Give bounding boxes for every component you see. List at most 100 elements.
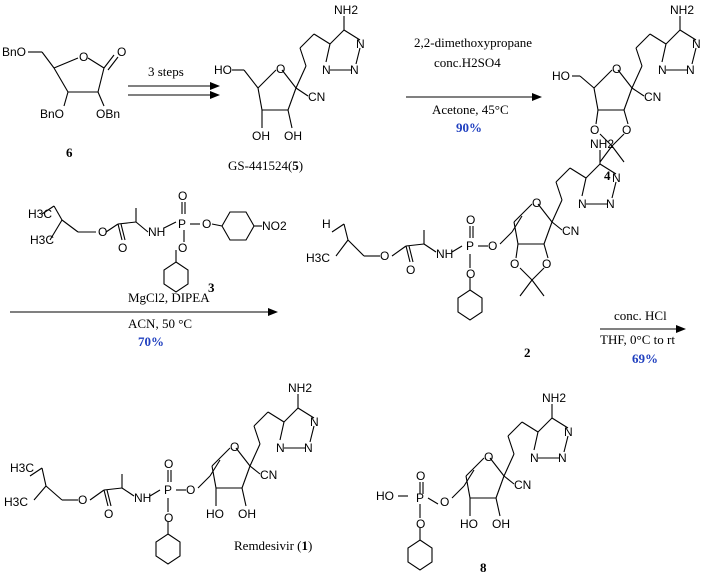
- cn-label-4: CN: [644, 90, 661, 104]
- po-oxygen-3: O: [178, 189, 187, 203]
- compound-1-label: Remdesivir (1): [234, 538, 312, 553]
- ch3-label-1: H3C: [4, 495, 28, 509]
- arrow-step-2: [406, 93, 542, 101]
- nh2-label-2: NH2: [590, 137, 614, 151]
- po-oxygen-2: O: [466, 213, 475, 227]
- link-oxygen-8: O: [440, 495, 449, 509]
- oh-label-5a: OH: [252, 129, 270, 143]
- n-label-4a: N: [692, 37, 701, 51]
- bno-label-2: BnO: [40, 107, 64, 121]
- step2-line1: 2,2-dimethoxypropane: [414, 35, 532, 50]
- n-label-8a: N: [564, 425, 573, 439]
- acetonide-oxygen-2b: O: [542, 257, 551, 271]
- acetonide-oxygen-4b: O: [622, 123, 631, 137]
- n-label-1a: N: [310, 415, 319, 429]
- compound-5-label: GS-441524(5): [228, 158, 303, 173]
- cn-label-8: CN: [514, 478, 531, 492]
- n-label-1c: N: [276, 441, 285, 455]
- oh-label-1b: OH: [238, 507, 256, 521]
- obn-label: OBn: [96, 107, 120, 121]
- nh-label-2: NH: [436, 247, 453, 261]
- p-label-8: P: [416, 491, 424, 505]
- phenoxy-oxygen-1: O: [164, 511, 173, 525]
- link-oxygen-2: O: [488, 239, 497, 253]
- acetonide-oxygen-4a: O: [590, 123, 599, 137]
- step4-yield: 69%: [632, 351, 658, 366]
- compound-6-label: 6: [66, 145, 73, 160]
- oh-label-8a: HO: [460, 517, 478, 531]
- compound-8-label: 8: [480, 560, 487, 575]
- step2-line3: Acetone, 45°C: [432, 102, 509, 117]
- compound-2-label: 2: [524, 345, 531, 360]
- carbonyl-oxygen-2: O: [406, 263, 415, 277]
- ch3-label-2: H3C: [306, 251, 330, 265]
- n-label-4c: N: [658, 63, 667, 77]
- aryl-oxygen-3: O: [202, 217, 211, 231]
- step3-line2: ACN, 50 °C: [128, 316, 192, 331]
- n-label-4b: N: [686, 63, 695, 77]
- ring-oxygen-1: O: [230, 440, 239, 454]
- nh2-label-1: NH2: [288, 381, 312, 395]
- nh-label-1: NH: [134, 491, 151, 505]
- cn-label-5: CN: [308, 90, 325, 104]
- arrow-step-3: [10, 308, 278, 316]
- carbonyl-oxygen-6: O: [117, 45, 126, 59]
- n-label-1b: N: [304, 441, 313, 455]
- compound-8-structure: [398, 404, 569, 571]
- compound-5-structure: [232, 16, 361, 129]
- ester-oxygen-3: O: [98, 225, 107, 239]
- compound-3-structure: [41, 202, 262, 293]
- phenoxy-oxygen-2: O: [466, 267, 475, 281]
- step4-line2: THF, 0°C to rt: [600, 332, 675, 347]
- ring-oxygen-4: O: [612, 62, 621, 76]
- po-oxygen-8: O: [416, 469, 425, 483]
- cn-label-2: CN: [562, 224, 579, 238]
- compound-4-label: 4: [604, 168, 611, 183]
- compound-1-structure: [29, 394, 315, 565]
- nh2-label-5: NH2: [334, 3, 358, 17]
- arrow-step-1: [128, 82, 220, 99]
- carbonyl-oxygen-1: O: [104, 507, 113, 521]
- nh2-label-4: NH2: [670, 3, 694, 17]
- hop-label-8: HO: [376, 489, 394, 503]
- n-label-5b: N: [350, 63, 359, 77]
- po-oxygen-1: O: [164, 457, 173, 471]
- cn-label-1: CN: [260, 468, 277, 482]
- ho-label-4: HO: [552, 69, 570, 83]
- n-label-5c: N: [322, 63, 331, 77]
- link-oxygen-1: O: [186, 483, 195, 497]
- arrow-step-4: [600, 325, 686, 333]
- oh-label-1a: HO: [206, 507, 224, 521]
- nh-label-3: NH: [148, 225, 165, 239]
- nh2-label-8: NH2: [542, 391, 566, 405]
- ring-oxygen-5: O: [276, 62, 285, 76]
- step2-line2: conc.H2SO4: [434, 55, 501, 70]
- ring-oxygen-8: O: [484, 450, 493, 464]
- step3-yield: 70%: [138, 334, 164, 349]
- n-label-2c: N: [578, 197, 587, 211]
- bno-label-1: BnO: [2, 45, 26, 59]
- n-label-2b: N: [606, 197, 615, 211]
- phenoxy-oxygen-3: O: [178, 241, 187, 255]
- ho-label-5: HO: [214, 63, 232, 77]
- n-label-2a: N: [612, 171, 621, 185]
- oh-label-8b: OH: [492, 517, 510, 531]
- p-label-3: P: [178, 217, 186, 231]
- ester-oxygen-2: O: [380, 249, 389, 263]
- step3-line1: MgCl2, DIPEA: [128, 290, 210, 305]
- no2-label-3: NO2: [262, 219, 287, 233]
- phenoxy-oxygen-8: O: [416, 517, 425, 531]
- oh-label-5b: OH: [284, 129, 302, 143]
- n-label-8c: N: [530, 451, 539, 465]
- ethyl-h-1: H3C: [10, 461, 34, 475]
- p-label-1: P: [164, 483, 172, 497]
- compound-3-label: 3: [208, 280, 215, 295]
- ester-oxygen-1: O: [78, 493, 87, 507]
- step1-label: 3 steps: [148, 64, 184, 79]
- p-label-2: P: [466, 239, 474, 253]
- compound-6-structure: [28, 51, 119, 107]
- compound-2-structure: [331, 150, 617, 321]
- ring-oxygen-6: O: [79, 50, 88, 64]
- step2-yield: 90%: [456, 120, 482, 135]
